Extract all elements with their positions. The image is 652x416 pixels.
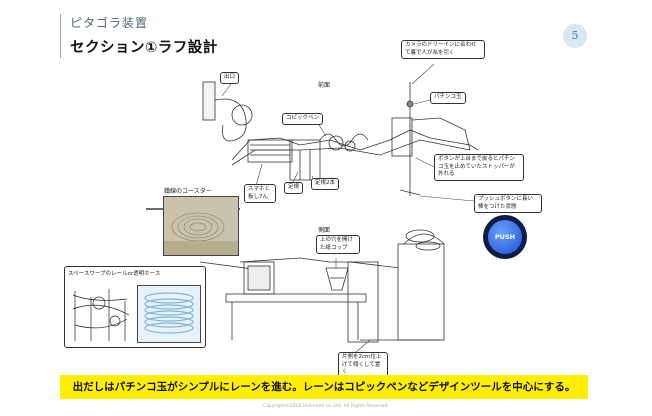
callout-smartphone: スマホと板し7ん [244,184,276,203]
pachinko-ball [406,100,414,108]
track-spiral [319,133,369,147]
page-number-badge: 5 [563,24,587,48]
side-track-b [239,257,401,269]
callout-camera: カメラのドリーインに合わせて裏で人が糸を引く [401,40,485,59]
callout-push-button: プッシュボタンに長い棒をつけた状態 [474,194,542,213]
box-stand [391,117,413,157]
exit-curve [214,98,247,142]
front-track [231,129,479,161]
spacewarp-rail-image [72,289,130,341]
callout-ruler: 定規 [284,182,304,194]
spiral-ring-b [344,140,356,152]
side-tower [397,243,445,341]
copyright-footer: Copyright©2018 Unlimited co.,Ltd. All Ri… [263,404,389,409]
transparent-hose-image [137,285,201,343]
push-label: PUSH [488,220,522,254]
table-top [225,293,367,303]
tower-arc [403,233,445,245]
side-view-label: 側面 [318,227,331,234]
spacewarp-label: スペースワープのレールor透明ホース [68,271,161,277]
summary-banner-text: 出だしはパチンコ玉がシンプルにレーンを進む。レーンはコピックペンなどデザインツー… [72,381,576,393]
coaster-photo [163,196,239,256]
callout-button-stopper: ボタンが上台まで戻るとパチンコ玉を止めていたストッパーが外れる [434,154,524,181]
front-view-label: 前面 [318,82,331,89]
callout-exit: 出口 [220,72,240,84]
section-category: ピタゴラ装置 [70,16,149,30]
callout-copic: コピックペン [282,113,324,125]
exit-chute [202,81,216,121]
callout-slope: 片側を2cm位上げて傾くして置く [338,352,388,379]
callout-paper-cup: 上の穴を開けた紙コップ [316,235,360,254]
summary-banner: 出だしはパチンコ玉がシンプルにレーンを進む。レーンはコピックペンなどデザインツー… [60,375,588,399]
header-divider [60,14,61,58]
spiral-ring-a [328,135,344,151]
push-button-image: PUSH [483,215,527,259]
page-title: セクション①ラフ設計 [70,40,218,56]
tower-spiral-top [405,229,435,243]
callout-pachinko: パチンコ玉 [430,92,466,104]
lever [411,117,471,151]
coaster-label: 鐵線のコースター [164,188,212,195]
pen-block [247,139,293,163]
ruler-stand [289,139,321,181]
spacewarp-box: スペースワープのレールor透明ホース [64,266,206,348]
coil-ring [231,104,253,126]
paper-cup [325,267,349,291]
callout-pen-holder: 定規2本 [311,178,339,190]
